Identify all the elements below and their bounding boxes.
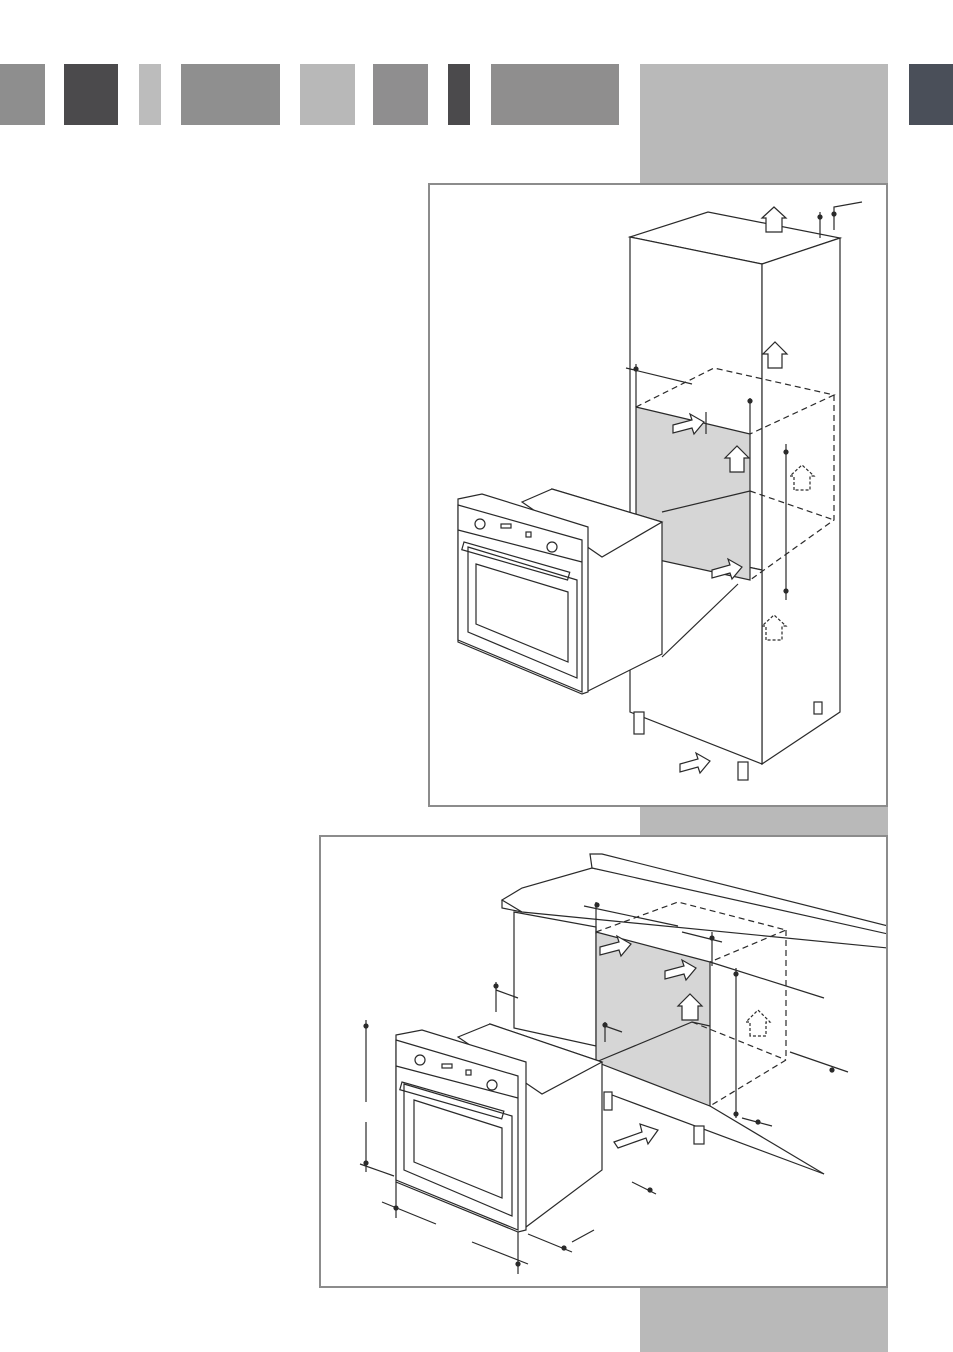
header-tab-3 <box>139 64 161 125</box>
header-tab-8 <box>491 64 619 125</box>
header-tab-10 <box>909 64 953 125</box>
sidebar-band-middle <box>640 806 888 836</box>
figure-column-cabinet-installation <box>428 183 888 807</box>
oven-in-column-cabinet-icon <box>430 185 886 805</box>
header-tab-1 <box>0 64 45 125</box>
header-tab-6 <box>373 64 428 125</box>
header-tab-2 <box>64 64 118 125</box>
sidebar-block <box>640 64 888 184</box>
header-tab-5 <box>300 64 355 125</box>
figure-undercounter-installation <box>319 835 888 1288</box>
sidebar-band-bottom <box>640 1287 888 1352</box>
oven-under-worktop-icon <box>321 837 886 1286</box>
header-tab-4 <box>181 64 280 125</box>
header-tab-7 <box>448 64 470 125</box>
